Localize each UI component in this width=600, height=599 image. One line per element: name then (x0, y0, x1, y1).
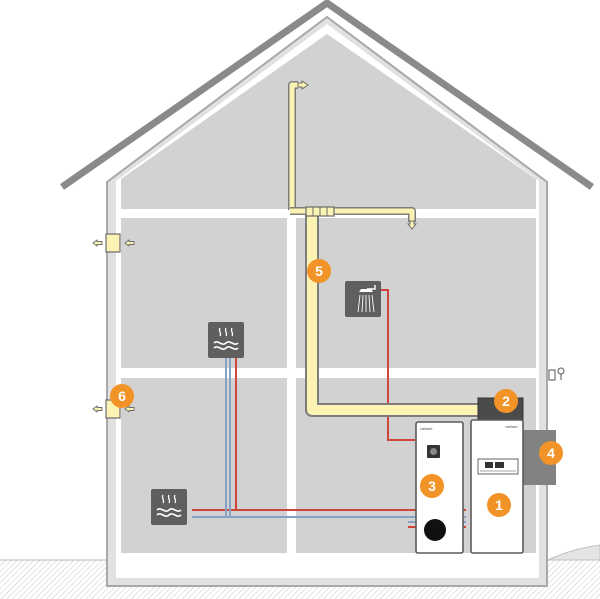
room-thermostat-icon (548, 367, 565, 381)
badge-number: 1 (495, 497, 503, 513)
heat-pump-indoor-unit: vaillant (470, 419, 524, 554)
badge-circle (110, 384, 134, 408)
badge-number: 6 (118, 388, 126, 404)
badge-circle (420, 474, 444, 498)
attic-room (121, 34, 536, 209)
badge-wall-ventilator: 6 (110, 384, 134, 408)
badge-number: 3 (428, 478, 436, 494)
room-upper-right (296, 218, 536, 368)
room-lower-left (121, 378, 287, 553)
underfloor-heating-icon (208, 322, 244, 358)
badge-number: 5 (315, 263, 323, 279)
badge-number: 2 (502, 393, 510, 409)
badge-ventilation-unit: 2 (494, 389, 518, 413)
brand-label: vaillant (505, 424, 518, 429)
badge-circle (539, 441, 563, 465)
wall-ventilator-upper (92, 233, 135, 253)
roof (60, 0, 594, 190)
component-badges: 1 2 3 4 5 6 (110, 259, 563, 517)
brand-label: vaillant (420, 426, 433, 431)
room-upper-left (121, 218, 287, 368)
badge-ventilation-duct: 5 (307, 259, 331, 283)
badge-circle (487, 493, 511, 517)
shower-icon (345, 281, 381, 317)
badge-wall-duct: 4 (539, 441, 563, 465)
badge-circle (307, 259, 331, 283)
air-flow-arrow-icon (297, 80, 418, 230)
badge-circle (494, 389, 518, 413)
badge-number: 4 (547, 445, 555, 461)
badge-hot-water-cylinder: 3 (420, 474, 444, 498)
badge-heat-pump-indoor-unit: 1 (487, 493, 511, 517)
underfloor-heating-icon (151, 489, 187, 525)
